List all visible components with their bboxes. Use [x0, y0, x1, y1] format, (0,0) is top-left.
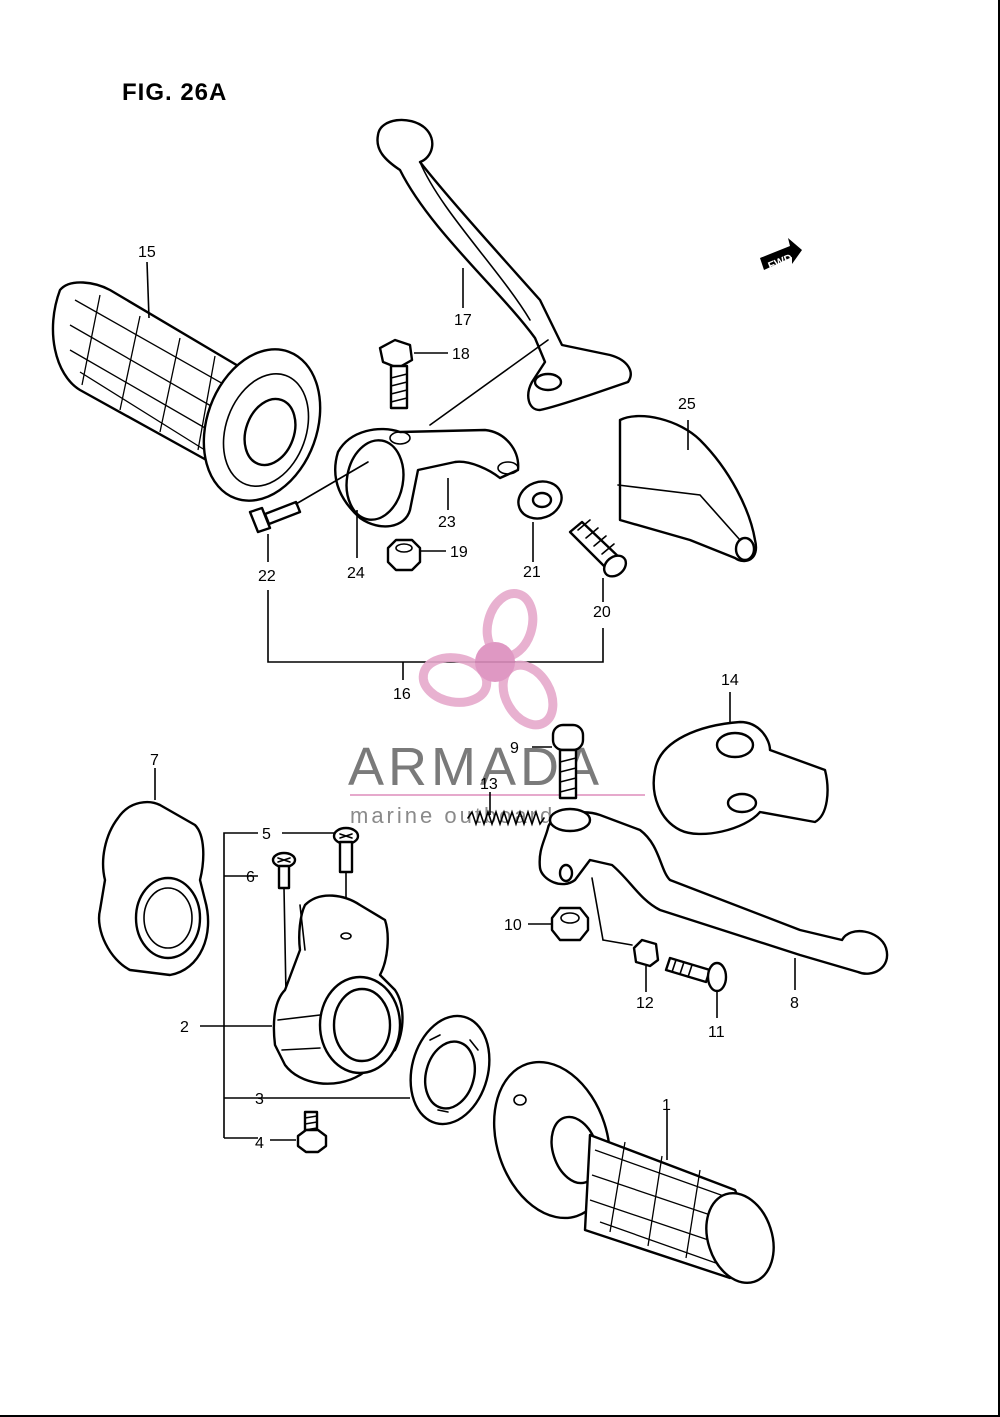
- label-4: 4: [255, 1135, 264, 1152]
- throttle-pulley: [409, 1014, 491, 1126]
- brake-lever-cover: [652, 720, 829, 836]
- label-25: 25: [678, 396, 696, 413]
- adjuster-nut: [632, 938, 660, 968]
- housing-screw-long: [332, 826, 360, 874]
- brake-pivot-bolt: [551, 723, 585, 800]
- throttle-housing-cover: [97, 800, 210, 977]
- label-3: 3: [255, 1091, 264, 1108]
- right-grip: [492, 1060, 775, 1285]
- label-14: 14: [721, 672, 739, 689]
- left-grip: [51, 281, 322, 502]
- brake-pivot-nut: [550, 906, 590, 942]
- label-6: 6: [246, 869, 255, 886]
- lever-cover: [617, 414, 758, 563]
- adjuster-bolt: [664, 956, 728, 993]
- label-17: 17: [454, 312, 472, 329]
- label-19: 19: [450, 544, 468, 561]
- label-12: 12: [636, 995, 654, 1012]
- brake-lever: [538, 807, 889, 975]
- watermark-tagline: marine outboards: [350, 803, 569, 828]
- pivot-bolt: [378, 338, 414, 410]
- cable-adjuster: [568, 519, 628, 578]
- label-5: 5: [262, 826, 271, 843]
- label-18: 18: [452, 346, 470, 363]
- lock-ring: [517, 480, 563, 520]
- label-11: 11: [708, 1024, 725, 1041]
- label-7: 7: [150, 752, 159, 769]
- throttle-housing: [272, 894, 404, 1085]
- clutch-lever: [376, 118, 632, 412]
- label-10: 10: [504, 917, 522, 934]
- left-bolt: [248, 500, 302, 534]
- label-15: 15: [138, 244, 156, 261]
- label-22: 22: [258, 568, 276, 585]
- label-21: 21: [523, 564, 541, 581]
- label-16: 16: [393, 686, 411, 703]
- forward-arrow-icon: FWD: [760, 238, 802, 273]
- label-23: 23: [438, 514, 456, 531]
- label-2: 2: [180, 1019, 189, 1036]
- pulley-screw: [296, 1110, 328, 1154]
- return-spring: [467, 809, 545, 827]
- label-20: 20: [593, 604, 611, 621]
- armada-logo: [418, 589, 558, 730]
- lever-nut: [386, 538, 422, 572]
- label-13: 13: [480, 776, 498, 793]
- label-8: 8: [790, 995, 799, 1012]
- label-24: 24: [347, 565, 365, 582]
- figure-title: FIG. 26A: [122, 79, 227, 106]
- label-1: 1: [662, 1097, 671, 1114]
- label-9: 9: [510, 740, 519, 757]
- lever-bracket: [334, 427, 520, 528]
- housing-screw-short: [271, 851, 297, 890]
